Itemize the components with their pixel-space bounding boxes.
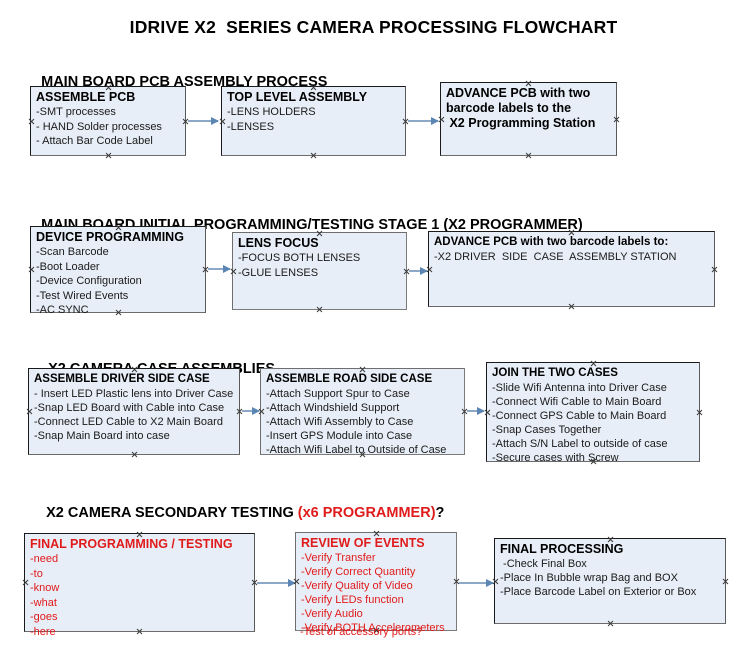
node-title: JOIN THE TWO CASES <box>492 367 618 379</box>
node-line: -goes <box>30 611 58 623</box>
connection-handle-bottom[interactable] <box>525 152 532 159</box>
node-line: -X2 DRIVER SIDE CASE ASSEMBLY STATION <box>434 251 677 263</box>
node-line: -Verify Quality of Video <box>301 580 413 592</box>
connection-handle-bottom[interactable] <box>105 152 112 159</box>
node-title: REVIEW OF EVENTS <box>301 536 425 550</box>
node-line: - Attach Bar Code Label <box>36 135 153 147</box>
node-line: -Connect LED Cable to X2 Main Board <box>34 416 223 428</box>
node-review-of-events-overflow-line: -Test of accessory ports? <box>300 626 423 638</box>
node-line: -need <box>30 553 59 565</box>
connection-handle-bottom[interactable] <box>568 303 575 310</box>
node-line: -to <box>30 567 43 580</box>
node-line: -Verify Audio <box>301 608 363 620</box>
node-device-programming[interactable]: DEVICE PROGRAMMING -Scan Barcode -Boot L… <box>28 226 206 316</box>
node-line: -Secure cases with Screw <box>492 452 619 464</box>
node-assemble-driver-side-case[interactable]: ASSEMBLE DRIVER SIDE CASE - Insert LED P… <box>28 368 240 455</box>
arrow-lens-focus-to-advance-pcb <box>409 266 428 275</box>
node-line: -Insert GPS Module into Case <box>266 430 413 442</box>
node-title: FINAL PROCESSING <box>500 542 624 556</box>
connection-handle-left[interactable] <box>22 579 29 586</box>
connection-handle-left[interactable] <box>28 118 35 125</box>
node-line: -FOCUS BOTH LENSES <box>238 252 361 264</box>
node-assemble-road-side-case[interactable]: ASSEMBLE ROAD SIDE CASE -Attach Support … <box>260 368 465 456</box>
node-line: -know <box>30 582 60 594</box>
node-join-the-two-cases[interactable]: JOIN THE TWO CASES -Slide Wifi Antenna i… <box>486 362 700 464</box>
connection-handle-right[interactable] <box>711 266 718 273</box>
section-heading-4-accent: (x6 PROGRAMMER) <box>297 505 436 521</box>
node-line: -AC SYNC <box>36 304 89 316</box>
arrow-final-programming-to-review-of-events <box>257 578 296 587</box>
node-line: -LENSES <box>227 120 275 133</box>
node-title: ADVANCE PCB with two barcode labels to: <box>434 236 669 248</box>
node-line: -GLUE LENSES <box>238 266 319 279</box>
node-title: DEVICE PROGRAMMING <box>36 230 184 244</box>
arrow-assemble-pcb-to-top-level <box>188 116 219 125</box>
arrow-device-programming-to-lens-focus <box>208 264 231 273</box>
node-line: -Attach S/N Label to outside of case <box>492 438 668 450</box>
section-heading-4-text: X2 CAMERA SECONDARY TESTING <box>46 505 298 521</box>
node-line: -Verify BOTH Accelerometers <box>301 622 445 634</box>
connection-handle-left[interactable] <box>26 408 33 415</box>
node-title: TOP LEVEL ASSEMBLY <box>227 90 368 104</box>
node-line: -Verify Correct Quantity <box>301 566 416 578</box>
arrow-driver-case-to-road-case <box>242 406 260 415</box>
node-line: -here <box>30 625 56 638</box>
node-review-of-events[interactable]: REVIEW OF EVENTS -Verify Transfer -Verif… <box>295 532 457 634</box>
node-line: -Snap LED Board with Cable into Case <box>34 402 225 414</box>
node-line: -Snap Cases Together <box>492 424 602 436</box>
node-title: ADVANCE PCB with two <box>446 86 591 100</box>
node-title: ASSEMBLE DRIVER SIDE CASE <box>34 373 210 385</box>
node-line: - HAND Solder processes <box>36 120 162 133</box>
node-lens-focus[interactable]: LENS FOCUS -FOCUS BOTH LENSES -GLUE LENS… <box>232 232 407 310</box>
node-line: - Insert LED Plastic lens into Driver Ca… <box>34 388 234 400</box>
section-heading-4: X2 CAMERA SECONDARY TESTING (x6 PROGRAMM… <box>30 489 444 537</box>
node-line: -Check Final Box <box>500 558 587 570</box>
node-line: -Snap Main Board into case <box>34 430 170 442</box>
node-line: -Place Barcode Label on Exterior or Box <box>500 586 697 598</box>
node-advance-pcb-driver-side-station[interactable]: ADVANCE PCB with two barcode labels to: … <box>428 231 715 307</box>
node-title: ASSEMBLE ROAD SIDE CASE <box>266 373 433 385</box>
node-line: -Verify LEDs function <box>301 594 404 606</box>
page-title: IDRIVE X2 SERIES CAMERA PROCESSING FLOWC… <box>129 17 618 37</box>
arrow-road-case-to-join-cases <box>467 406 485 415</box>
connection-handle-bottom[interactable] <box>607 620 614 627</box>
node-line: -Test Wired Events <box>36 289 129 302</box>
connection-handle-bottom[interactable] <box>310 152 317 159</box>
node-title: ASSEMBLE PCB <box>36 90 136 104</box>
node-final-processing[interactable]: FINAL PROCESSING -Check Final Box -Place… <box>494 538 726 624</box>
node-line: -Attach Support Spur to Case <box>266 388 410 400</box>
node-assemble-pcb[interactable]: ASSEMBLE PCB -SMT processes - HAND Solde… <box>30 86 186 156</box>
node-top-level-assembly[interactable]: TOP LEVEL ASSEMBLY -LENS HOLDERS -LENSES <box>221 86 406 156</box>
node-line: -Attach Windshield Support <box>266 402 400 414</box>
connection-handle-left[interactable] <box>219 118 226 125</box>
node-line: -Connect GPS Cable to Main Board <box>492 410 667 422</box>
connection-handle-left[interactable] <box>28 266 35 273</box>
node-advance-pcb-programming-station[interactable]: ADVANCE PCB with two barcode labels to t… <box>440 82 617 156</box>
node-line: -Boot Loader <box>36 260 100 273</box>
node-line: -Place In Bubble wrap Bag and BOX <box>500 572 678 584</box>
connection-handle-bottom[interactable] <box>131 451 138 458</box>
node-line: -Verify Transfer <box>301 552 376 564</box>
node-line: -Attach Wifi Assembly to Case <box>266 416 414 428</box>
node-title: LENS FOCUS <box>238 236 319 250</box>
section-heading-4-suffix: ? <box>435 505 445 521</box>
node-line: -Connect Wifi Cable to Main Board <box>492 396 662 408</box>
node-line: -Scan Barcode <box>36 246 109 258</box>
connection-handle-bottom[interactable] <box>316 306 323 313</box>
node-title-line2: barcode labels to the <box>446 101 572 115</box>
node-line: -Device Configuration <box>36 275 142 287</box>
node-final-programming-testing[interactable]: FINAL PROGRAMMING / TESTING -need -to -k… <box>22 533 255 638</box>
node-title-line3: X2 Programming Station <box>446 116 596 130</box>
arrow-top-level-to-advance-pcb <box>408 116 439 125</box>
arrow-review-of-events-to-final-processing <box>459 578 494 587</box>
node-line: -Attach Wifi Label to Outside of Case <box>266 444 447 456</box>
node-line: -SMT processes <box>36 106 116 118</box>
node-line: -what <box>30 596 57 609</box>
node-title: FINAL PROGRAMMING / TESTING <box>30 537 233 551</box>
node-line: -LENS HOLDERS <box>227 106 316 118</box>
node-line: -Slide Wifi Antenna into Driver Case <box>492 382 667 394</box>
